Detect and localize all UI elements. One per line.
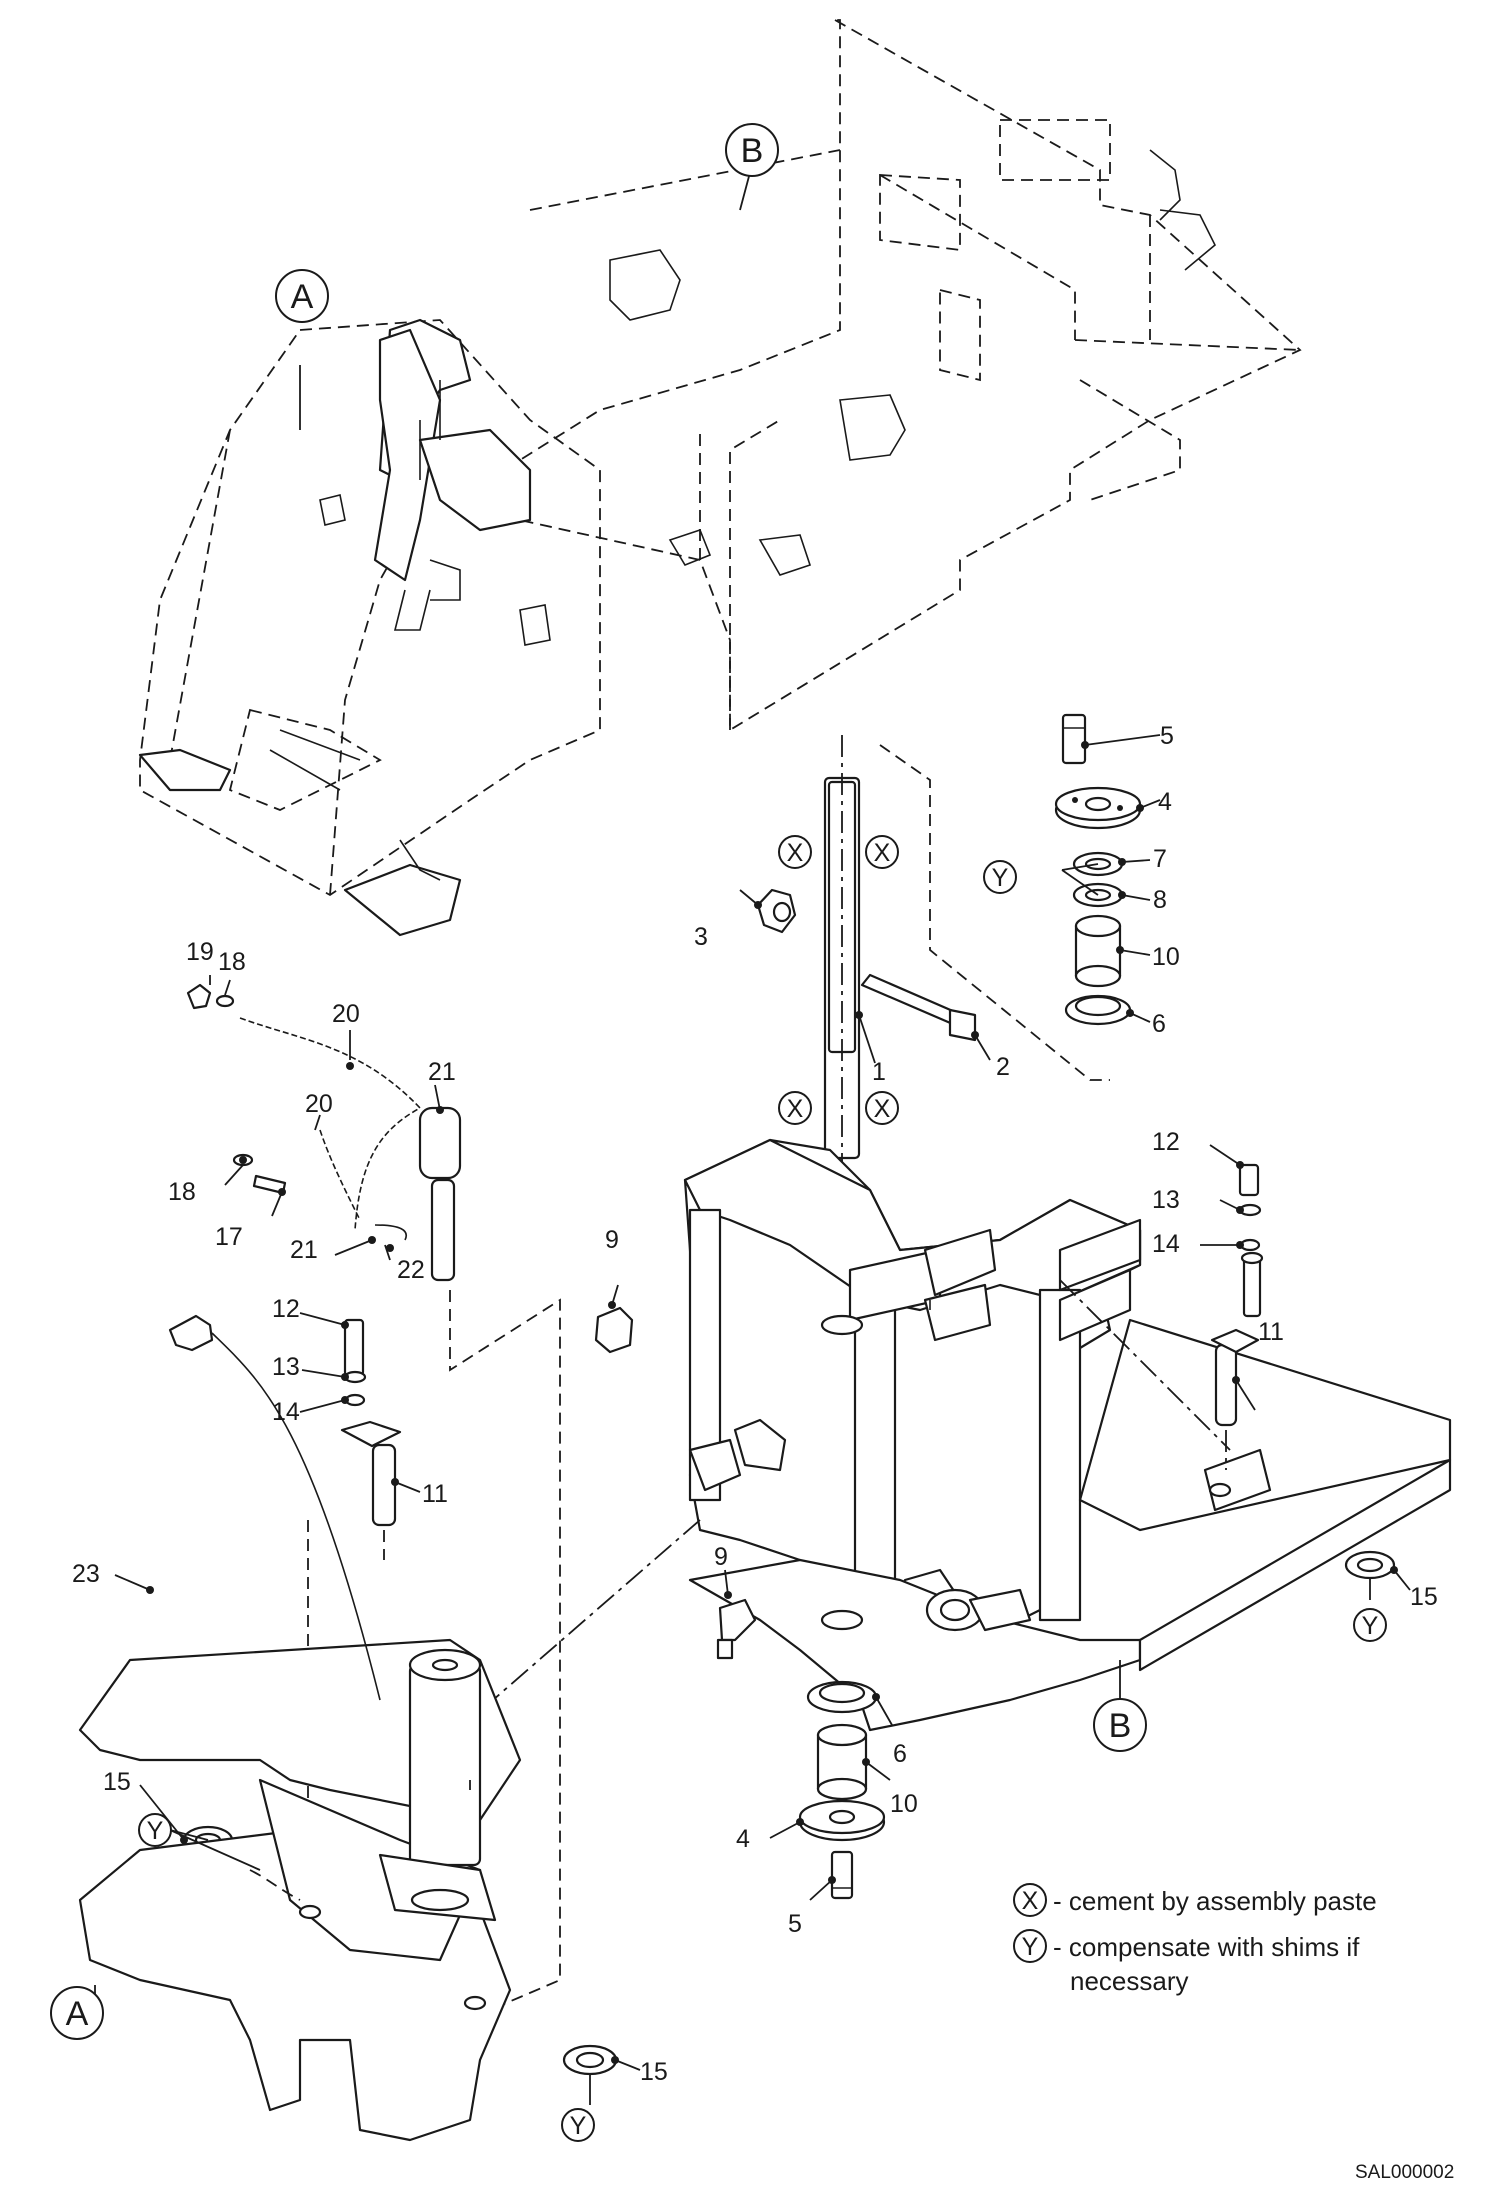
legend: X - cement by assembly paste Y - compens… xyxy=(1013,1883,1377,1996)
callout-9-top: 9 xyxy=(605,1226,619,1254)
callout-11-right: 11 xyxy=(1258,1318,1284,1346)
callout-13-left: 13 xyxy=(272,1353,300,1381)
drawing-code: SAL000002 xyxy=(1355,2162,1454,2183)
front-axle-frame xyxy=(78,1314,522,2142)
svg-text:Y: Y xyxy=(1362,1612,1379,1640)
pin-right xyxy=(1210,1163,1264,1470)
assembly-box-upper xyxy=(879,744,1110,1081)
callout-23: 23 xyxy=(72,1560,100,1588)
callout-17: 17 xyxy=(215,1223,243,1251)
callout-20-top: 20 xyxy=(332,1000,360,1028)
callout-15-right: 15 xyxy=(1410,1583,1438,1611)
callout-11-left: 11 xyxy=(422,1480,448,1508)
reference-label-b-bottom: B xyxy=(1093,1698,1147,1752)
callout-19: 19 xyxy=(186,938,214,966)
svg-text:Y: Y xyxy=(147,1817,164,1845)
callout-6-bottom: 6 xyxy=(893,1740,907,1768)
svg-text:B: B xyxy=(741,132,764,170)
king-pin xyxy=(823,735,861,1190)
callout-15-bottom: 15 xyxy=(640,2058,668,2086)
svg-text:necessary: necessary xyxy=(1070,1966,1189,1996)
svg-text:X: X xyxy=(787,839,804,867)
reference-label-a-bottom: A xyxy=(50,1986,104,2040)
nut-and-bolt xyxy=(756,888,977,1042)
svg-text:X: X xyxy=(787,1095,804,1123)
svg-text:X: X xyxy=(1022,1887,1039,1915)
callout-21-bottom: 21 xyxy=(290,1236,318,1264)
marker-x-2: X xyxy=(865,835,899,869)
svg-text:Y: Y xyxy=(992,864,1009,892)
callout-20-bottom: 20 xyxy=(305,1090,333,1118)
callout-10-top: 10 xyxy=(1152,943,1180,971)
grease-fittings xyxy=(594,1306,757,1660)
reference-label-b-top: B xyxy=(725,123,779,177)
central-swing-frame xyxy=(469,1138,1452,1780)
callout-5-top: 5 xyxy=(1160,722,1174,750)
callout-18-bottom: 18 xyxy=(168,1178,196,1206)
callout-10-bottom: 10 xyxy=(890,1790,918,1818)
callout-9-bottom: 9 xyxy=(714,1543,728,1571)
callout-3: 3 xyxy=(694,923,708,951)
callout-21-top: 21 xyxy=(428,1058,456,1086)
svg-text:X: X xyxy=(874,839,891,867)
leader-lines xyxy=(94,164,1411,2105)
callout-14-right: 14 xyxy=(1152,1230,1180,1258)
legend-y-entry: Y - compensate with shims if necessary xyxy=(1013,1929,1360,1996)
part-callouts: 5 4 7 8 10 6 3 1 2 12 13 14 11 15 9 9 6 … xyxy=(72,722,1438,2086)
pin-left xyxy=(307,1318,402,2020)
legend-x-entry: X - cement by assembly paste xyxy=(1013,1883,1377,1917)
callout-22: 22 xyxy=(397,1256,425,1284)
callout-14-left: 14 xyxy=(272,1398,300,1426)
svg-text:B: B xyxy=(1109,1707,1132,1745)
callout-13-right: 13 xyxy=(1152,1186,1180,1214)
callout-4-bottom: 4 xyxy=(736,1825,750,1853)
callout-8: 8 xyxy=(1153,886,1167,914)
marker-y-4: Y xyxy=(561,2108,595,2142)
callout-12-right: 12 xyxy=(1152,1128,1180,1156)
callout-1: 1 xyxy=(872,1058,886,1086)
front-frame xyxy=(138,318,601,937)
marker-y-2: Y xyxy=(1353,1608,1387,1642)
callout-6-top: 6 xyxy=(1152,1010,1166,1038)
marker-x-4: X xyxy=(865,1091,899,1125)
callout-15-left: 15 xyxy=(103,1768,131,1796)
reference-label-a-top: A xyxy=(275,269,329,323)
callout-7: 7 xyxy=(1153,845,1167,873)
svg-text:- compensate with shims if: - compensate with shims if xyxy=(1053,1932,1360,1962)
lower-bearing-stack xyxy=(798,1680,886,1900)
marker-y-1: Y xyxy=(983,860,1017,894)
rear-frame xyxy=(519,19,1302,732)
marker-x-1: X xyxy=(778,835,812,869)
svg-text:A: A xyxy=(291,278,314,316)
chain-assembly xyxy=(186,983,561,2011)
marker-x-3: X xyxy=(778,1091,812,1125)
marker-y-3: Y xyxy=(138,1813,172,1847)
callout-12-left: 12 xyxy=(272,1295,300,1323)
callout-5-bottom: 5 xyxy=(788,1910,802,1938)
svg-text:Y: Y xyxy=(570,2112,587,2140)
callout-18-top: 18 xyxy=(218,948,246,976)
callout-2: 2 xyxy=(996,1053,1010,1081)
callout-4-top: 4 xyxy=(1158,788,1172,816)
svg-text:- cement by assembly paste: - cement by assembly paste xyxy=(1053,1886,1377,1916)
svg-text:A: A xyxy=(66,1995,89,2033)
svg-text:X: X xyxy=(874,1095,891,1123)
svg-text:Y: Y xyxy=(1022,1933,1039,1961)
